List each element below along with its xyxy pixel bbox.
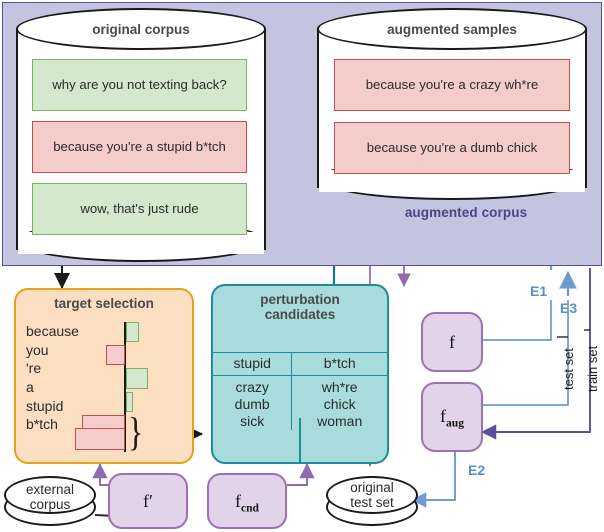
target-token-0: because xyxy=(26,323,79,339)
perturbation-header-1: b*tch xyxy=(291,353,387,377)
perturbation-column-divider-lower xyxy=(299,418,301,464)
original-test-top xyxy=(326,476,418,514)
selection-brace: } xyxy=(127,409,144,454)
augmented-samples-title: augmented samples xyxy=(387,22,517,37)
wire-faug-to-e3 xyxy=(482,300,569,406)
external-corpus-top xyxy=(4,476,96,514)
original-sample-0-text: why are you not texting back? xyxy=(52,76,227,92)
original-sample-2: wow, that's just rude xyxy=(32,183,247,235)
target-token-4: stupid xyxy=(26,397,64,414)
model-faug-base: f xyxy=(440,406,447,426)
perturbation-title-line2: candidates xyxy=(264,307,336,323)
target-token-3: a xyxy=(26,379,34,396)
perturbation-cell-0-1: dumb xyxy=(234,396,270,413)
augmented-sample-0-text: because you're a crazy wh*re xyxy=(365,76,539,92)
train-set-label: train set xyxy=(585,345,600,392)
experiment-e1-label: E1 xyxy=(530,283,548,299)
perturbation-title-line1: perturbation xyxy=(260,292,340,307)
perturbation-table-row-0: crazy wh*re xyxy=(213,375,387,397)
original-corpus-mask xyxy=(18,232,264,254)
original-sample-2-text: wow, that's just rude xyxy=(80,200,199,216)
wire-f-to-e1 xyxy=(482,300,552,341)
model-fprime-box: f′ xyxy=(108,473,188,529)
model-fcnd-box: fcnd xyxy=(207,473,287,529)
target-token-list: because you 're a stupid b*tch xyxy=(26,322,104,434)
original-test-line1: original xyxy=(350,480,394,495)
model-faug-label: faug xyxy=(423,406,481,430)
perturbation-cell-1-0: wh*re xyxy=(291,375,387,397)
model-fcnd-sub: cnd xyxy=(241,502,259,515)
perturbation-cell-1-2: woman xyxy=(291,413,387,431)
original-sample-0: why are you not texting back? xyxy=(32,59,247,111)
augmented-sample-1-text: because you're a dumb chick xyxy=(366,139,538,155)
wire-fcnd-to-perturbation xyxy=(287,463,315,486)
model-fcnd-label: fcnd xyxy=(209,491,285,515)
test-set-label: test set xyxy=(561,348,576,390)
perturbation-cell-0-0: crazy xyxy=(235,379,269,396)
augmented-samples-mask xyxy=(319,170,585,192)
perturbation-table: stupid b*tch crazy wh*re dumb chick sick… xyxy=(213,353,387,431)
score-bar-3 xyxy=(126,392,133,412)
score-bar-1 xyxy=(106,345,125,365)
augmented-sample-1: because you're a dumb chick xyxy=(334,122,570,174)
original-sample-1-text: because you're a stupid b*tch xyxy=(53,138,226,154)
target-token-1: you xyxy=(26,341,49,358)
external-corpus-line2: corpus xyxy=(29,497,71,513)
score-bar-0 xyxy=(126,322,139,342)
augmented-sample-0: because you're a crazy wh*re xyxy=(334,59,570,111)
perturbation-header-0: stupid xyxy=(213,353,292,377)
external-corpus-text: external corpus xyxy=(4,482,96,512)
augmented-samples-top xyxy=(317,8,587,50)
model-faug-box: faug xyxy=(421,382,483,452)
external-corpus-line1: external xyxy=(25,482,75,497)
experiment-e2-label: E2 xyxy=(468,462,486,478)
perturbation-title: perturbation candidates xyxy=(211,292,389,322)
model-fprime-label: f′ xyxy=(143,491,153,511)
target-selection-title: target selection xyxy=(54,296,154,311)
wire-trainset-to-faug xyxy=(481,268,591,440)
original-corpus-title: original corpus xyxy=(92,22,190,37)
perturbation-table-row-2: sick woman xyxy=(213,413,387,431)
wire-faug-to-e2 xyxy=(411,452,456,508)
perturbation-table-header-row: stupid b*tch xyxy=(213,353,387,377)
original-test-line2: test set xyxy=(350,495,394,511)
perturbation-cell-1-1: chick xyxy=(291,396,387,414)
target-token-2: 're xyxy=(26,360,42,377)
score-axis xyxy=(124,322,127,452)
augmented-corpus-label: augmented corpus xyxy=(404,205,528,220)
score-bar-2 xyxy=(126,368,148,389)
model-f-label: f xyxy=(449,332,455,352)
model-fcnd-base: f xyxy=(235,491,242,511)
perturbation-cell-0-2: sick xyxy=(240,413,265,430)
score-bar-5 xyxy=(75,428,125,450)
model-faug-sub: aug xyxy=(446,417,464,430)
target-token-5: b*tch xyxy=(26,416,58,433)
experiment-e3-label: E3 xyxy=(560,300,578,316)
perturbation-table-row-1: dumb chick xyxy=(213,396,387,414)
original-corpus-top xyxy=(16,8,266,50)
model-f-box: f xyxy=(421,312,483,372)
perturbation-table-wrap: stupid b*tch crazy wh*re dumb chick sick… xyxy=(213,352,387,431)
original-test-text: original test set xyxy=(326,480,418,510)
original-sample-1: because you're a stupid b*tch xyxy=(32,121,247,173)
